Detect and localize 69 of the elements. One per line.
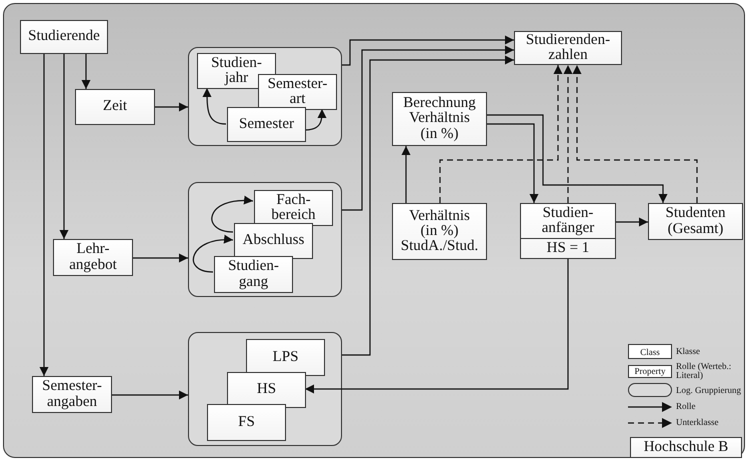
group-panel [188, 47, 342, 146]
class-box [254, 190, 333, 226]
arrow [487, 114, 668, 203]
class-label: Semester- angaben [41, 379, 103, 410]
group-panel [188, 182, 342, 297]
group-panel [188, 332, 342, 446]
class-box [648, 203, 743, 240]
sample-label: Property [634, 366, 666, 376]
arrow [439, 65, 562, 203]
class-label: FS [238, 414, 255, 430]
class-label: Studenten (Gesamt) [664, 206, 726, 237]
arrow [60, 54, 68, 239]
arrow [211, 196, 254, 233]
class-box [392, 203, 487, 260]
class-box [53, 239, 133, 276]
class-label: Hochschule B [644, 440, 728, 456]
class-label: Studien- anfänger [540, 206, 596, 236]
class-box [630, 437, 742, 458]
arrow [192, 235, 234, 273]
arrow [155, 102, 188, 112]
class-box [227, 107, 306, 142]
class-label: LPS [272, 350, 298, 366]
arrow [305, 259, 569, 394]
class-label: Verhältnis (in %) StudA./Stud. [400, 208, 480, 254]
class-label: Studierende [28, 29, 100, 45]
arrow [487, 123, 538, 203]
arrow [82, 54, 90, 89]
property-label: HS = 1 [546, 240, 590, 256]
legend-label: Klasse [676, 347, 701, 356]
class-box [20, 20, 108, 54]
class-label: Studien- gang [227, 259, 280, 290]
class-box [246, 339, 325, 376]
class-label: Studien- jahr [210, 56, 263, 86]
arrow [342, 56, 514, 356]
arrow [572, 65, 698, 203]
legend-label: Unterklasse [676, 418, 720, 427]
class-label: Lehr- angebot [68, 242, 118, 273]
class-label: Zeit [102, 99, 128, 115]
class-label: Berechnung Verhältnis (in %) [402, 96, 477, 142]
arrow [564, 65, 572, 203]
class-box [227, 372, 306, 408]
class-box [75, 89, 155, 125]
class-label: Studierenden- zahlen [524, 32, 612, 64]
class-box [234, 223, 313, 259]
arrow [342, 46, 514, 211]
class-label: HS [256, 382, 276, 398]
arrow [342, 36, 514, 66]
arrow [112, 390, 188, 400]
arrow [202, 88, 226, 125]
class-label: Semester [239, 116, 294, 132]
sample-label: Class [640, 346, 660, 356]
class-box [258, 74, 337, 110]
class-label: Fach- bereich [270, 192, 317, 224]
arrow [402, 146, 410, 203]
legend-label: Log. Gruppierung [676, 386, 742, 394]
class-box [514, 31, 622, 65]
legend-label: Rolle (Werteb.: Literal) [676, 362, 732, 380]
legend-label: Rolle [676, 402, 696, 411]
class-box [207, 404, 286, 441]
arrow [133, 254, 188, 262]
arrow [616, 218, 648, 226]
class-box [32, 376, 112, 413]
class-label: Semester- art [266, 76, 328, 108]
class-label: Abschluss [242, 233, 304, 249]
arrow [304, 109, 326, 131]
class-box [214, 256, 293, 293]
arrow [40, 54, 48, 376]
class-box [520, 203, 616, 259]
class-box [392, 92, 487, 146]
